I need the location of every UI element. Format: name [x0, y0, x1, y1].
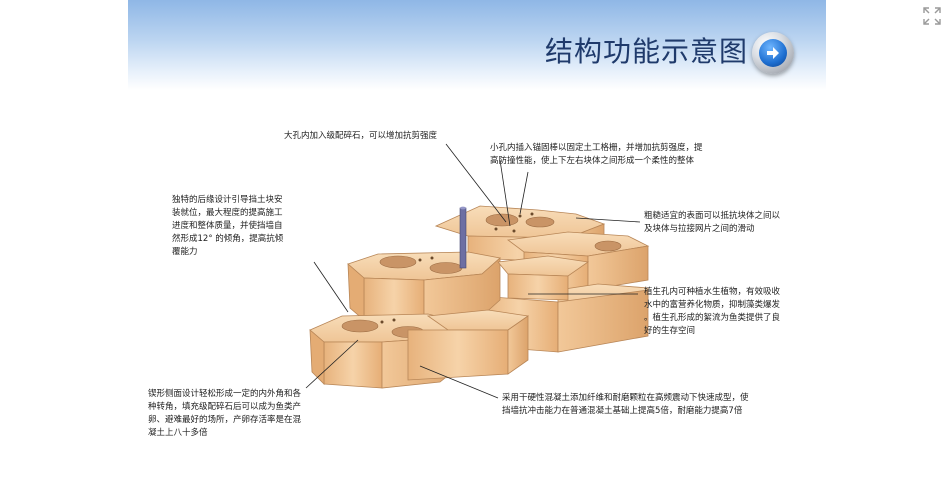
label-line: 然形成12° 的倾角，提高抗倾: [172, 234, 284, 244]
label-line: 进度和整体质量，并使挡墙自: [172, 221, 283, 231]
expand-icon[interactable]: [922, 6, 942, 26]
block-bottom-right: [407, 309, 530, 381]
label-line: 挡墙抗冲击能力在普通混凝土基础上提高5倍，耐磨能力提高7倍: [502, 406, 743, 416]
label-line: 独特的后缘设计引导挡土块安: [172, 195, 283, 205]
label-line: 覆能力: [172, 247, 198, 257]
retaining-wall-diagram: [305, 143, 650, 399]
leader-lines: [305, 143, 641, 399]
label-line: 装就位，最大程度的提高施工: [172, 208, 283, 218]
block-middle-right: [497, 255, 590, 301]
label-line: 卵、避难最好的场所，产卵存活率是在混: [148, 415, 302, 425]
label-line: 凝土上八十多倍: [148, 428, 208, 438]
label-line: 植生孔内可种植水生植物，有效吸收: [644, 287, 781, 297]
label-line: 水中的富营养化物质，抑制藻类爆发: [644, 300, 781, 310]
label-wedge-side: 锲形侧面设计轻松形成一定的内外角和各 种转角，填充级配碎石后可以成为鱼类产 卵、…: [148, 388, 301, 440]
label-line: 粗糙适宜的表面可以抵抗块体之间以: [644, 211, 781, 221]
label-plant-hole: 植生孔内可种植水生植物，有效吸收 水中的富营养化物质，抑制藻类爆发 。植生孔形成…: [644, 286, 780, 338]
label-line: 及块体与拉接网片之间的滑动: [644, 224, 755, 234]
arrow-right-icon: [759, 39, 787, 67]
label-line: 采用干硬性混凝土添加纤维和耐磨颗粒在高频震动下快速成型，使: [502, 393, 749, 403]
label-line: 种转角，填充级配碎石后可以成为鱼类产: [148, 402, 302, 412]
header-band: [128, 0, 826, 90]
label-rear-edge: 独特的后缘设计引导挡土块安 装就位，最大程度的提高施工 进度和整体质量，并使挡墙…: [172, 194, 283, 259]
label-small-hole: 小孔内插入锚固棒以固定土工格栅，并增加抗剪强度，提 高防撞性能，使上下左右块体之…: [490, 142, 703, 168]
next-button[interactable]: [752, 32, 794, 74]
label-line: 锲形侧面设计轻松形成一定的内外角和各: [148, 389, 302, 399]
label-line: 好的生存空间: [644, 326, 696, 336]
label-line: 。植生孔形成的絮流为鱼类提供了良: [644, 313, 781, 323]
label-rough-surface: 粗糙适宜的表面可以抵抗块体之间以 及块体与拉接网片之间的滑动: [644, 210, 780, 236]
anchor-rod: [459, 207, 467, 269]
label-large-hole: 大孔内加入级配碎石，可以增加抗剪强度: [284, 131, 438, 141]
page-title: 结构功能示意图: [544, 35, 748, 68]
label-line: 高防撞性能，使上下左右块体之间形成一个柔性的整体: [490, 156, 695, 166]
slide: 结构功能示意图: [128, 0, 826, 478]
block-middle-left: [347, 206, 501, 323]
label-concrete: 采用干硬性混凝土添加纤维和耐磨颗粒在高频震动下快速成型，使 挡墙抗冲击能力在普通…: [502, 392, 749, 418]
label-line: 小孔内插入锚固棒以固定土工格栅，并增加抗剪强度，提: [490, 143, 703, 153]
